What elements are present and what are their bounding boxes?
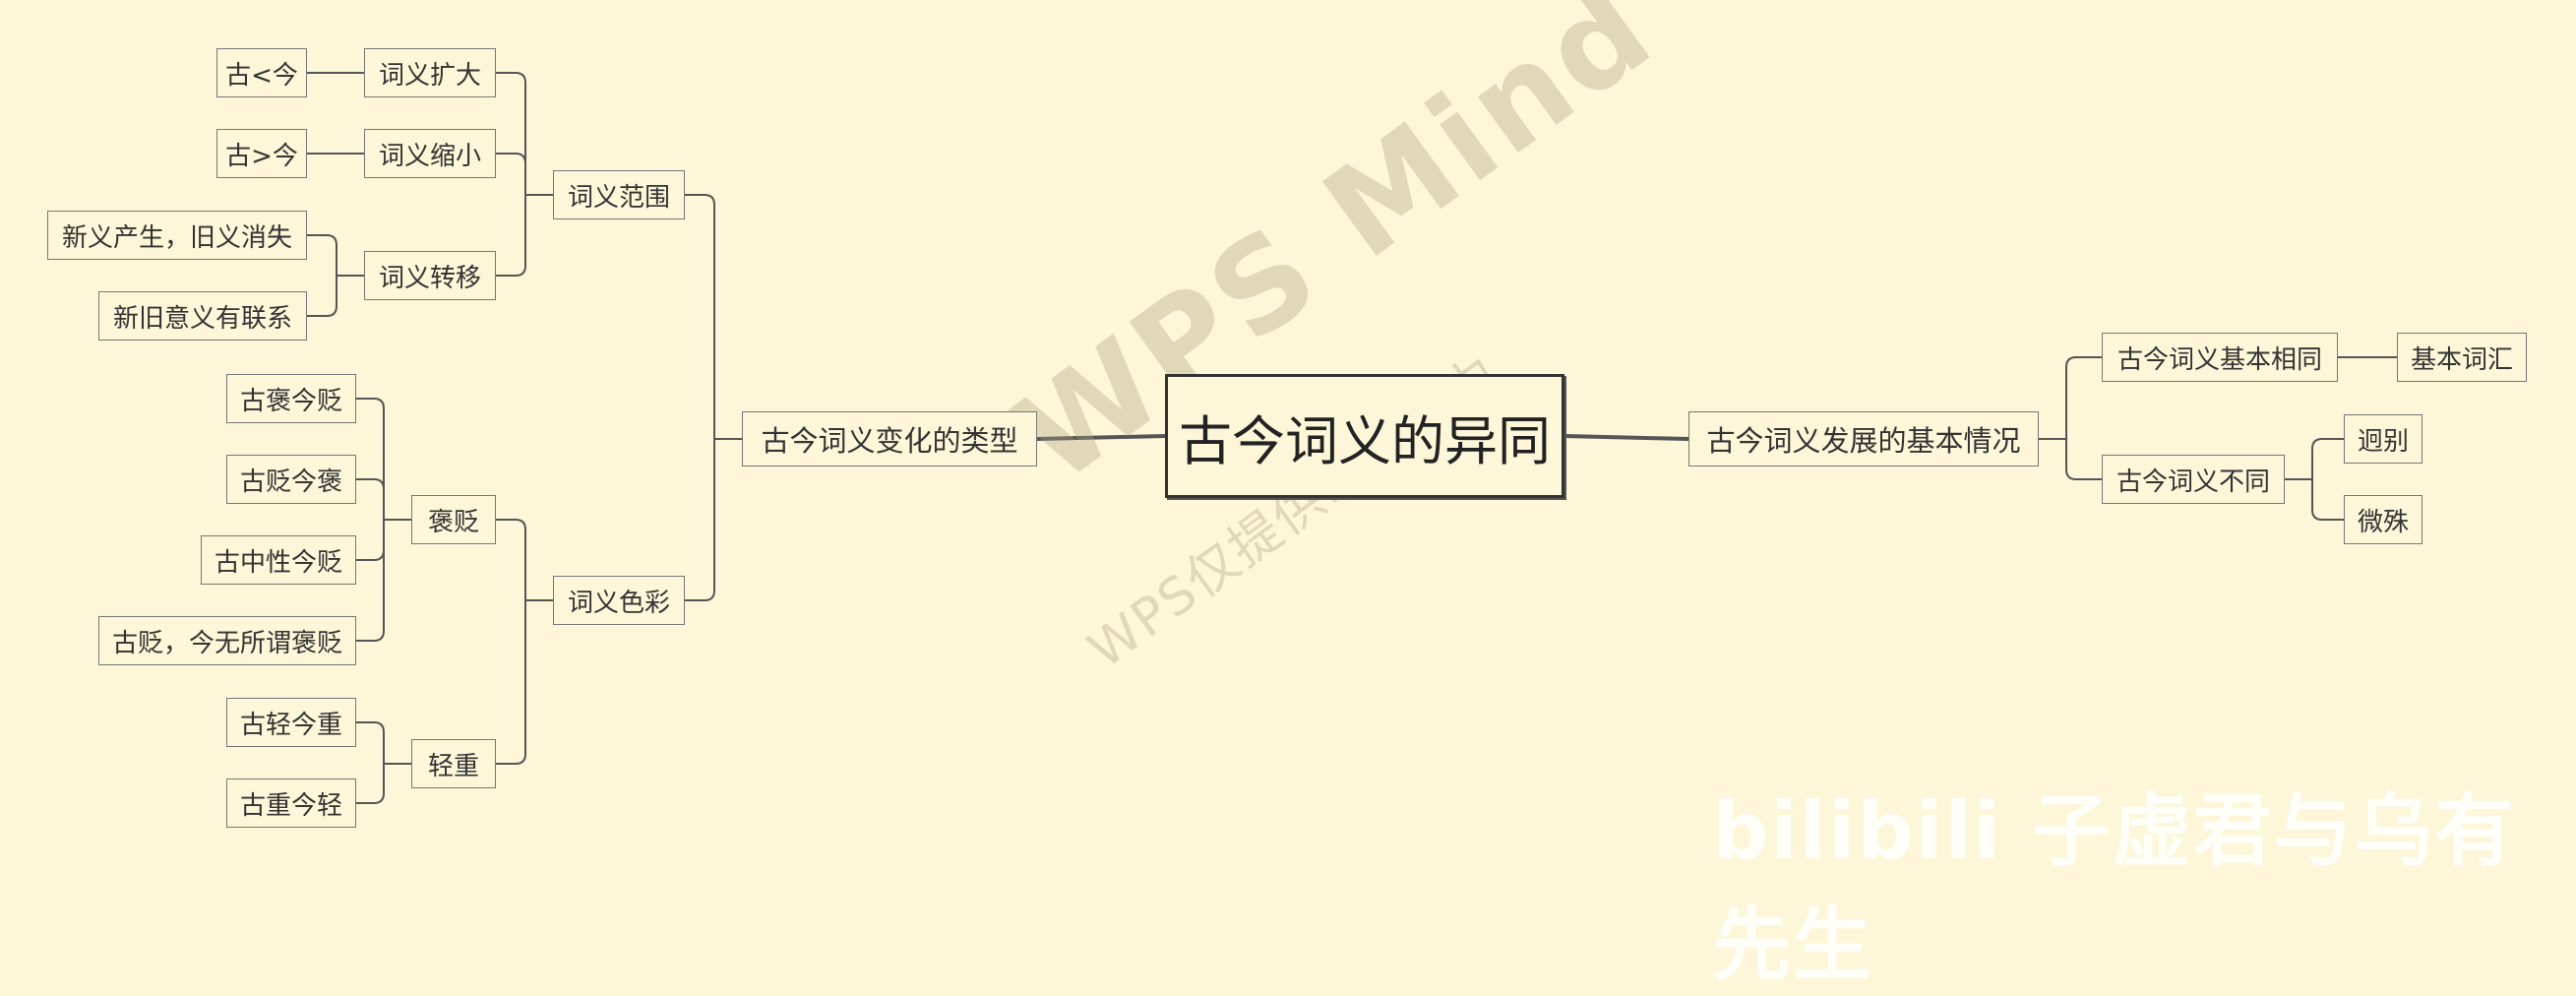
connector-leaf-praise-4 [355,519,385,642]
connector-leaf-very-different [2311,438,2345,480]
node-basically-same[interactable]: 古今词义基本相同 [2102,333,2338,382]
connector-leaf-shift-1 [306,234,337,277]
leaf-praise-1[interactable]: 古褒今贬 [226,374,356,423]
connector-node-praise-blame [495,519,526,601]
node-different[interactable]: 古今词义不同 [2102,455,2285,504]
connector-leaf-shift-2 [306,275,337,317]
connector-node-meaning-color [684,438,715,601]
leaf-shrink[interactable]: 古>今 [216,129,307,178]
connector-node-change-types [1035,434,1167,441]
leaf-praise-2[interactable]: 古贬今褒 [226,455,356,504]
leaf-weight-2[interactable]: 古重今轻 [226,778,356,828]
connector-leaf-praise-3 [355,519,385,561]
node-change-types[interactable]: 古今词义变化的类型 [742,411,1037,467]
connector-node-basic-situation [1563,434,1690,441]
leaf-shift-1[interactable]: 新义产生，旧义消失 [47,211,307,260]
leaf-basic-vocab[interactable]: 基本词汇 [2397,333,2527,382]
node-meaning-color[interactable]: 词义色彩 [553,576,685,625]
node-meaning-shrink[interactable]: 词义缩小 [364,129,496,178]
connector-node-meaning-shrink [495,153,526,196]
node-meaning-expand[interactable]: 词义扩大 [364,48,496,97]
connector-leaf-weight-2 [355,763,385,804]
connector-node-basically-same [2065,356,2103,440]
connector-leaf-slightly-different [2311,478,2345,521]
connector-node-meaning-range [684,194,715,440]
connector-node-meaning-expand [495,72,526,196]
node-meaning-range[interactable]: 词义范围 [553,170,685,219]
connector-node-weight [495,599,526,765]
node-weight[interactable]: 轻重 [411,739,496,788]
mindmap-canvas: WPS Mind WPS仅提供制图能力 古今词义的异同 古今词义变化的类型 词义… [47,0,2527,991]
connector-leaf-praise-2 [355,478,385,521]
connector-leaf-praise-1 [355,398,385,521]
connector-lines [306,72,2398,804]
node-basic-situation[interactable]: 古今词义发展的基本情况 [1688,411,2039,467]
leaf-very-different[interactable]: 迥别 [2344,414,2423,464]
leaf-weight-1[interactable]: 古轻今重 [226,698,356,747]
bilibili-watermark: bilibili 子虚君与乌有先生 [1712,785,2516,991]
leaf-shift-2[interactable]: 新旧意义有联系 [98,291,307,341]
connector-leaf-weight-1 [355,721,385,765]
root-node[interactable]: 古今词义的异同 [1165,374,1564,498]
node-meaning-shift[interactable]: 词义转移 [364,251,496,300]
connector-node-meaning-shift [495,194,526,277]
node-praise-blame[interactable]: 褒贬 [411,495,496,544]
leaf-praise-4[interactable]: 古贬，今无所谓褒贬 [98,616,356,665]
leaf-expand[interactable]: 古<今 [216,48,307,97]
leaf-praise-3[interactable]: 古中性今贬 [201,535,356,585]
connector-node-different [2065,438,2103,480]
leaf-slightly-different[interactable]: 微殊 [2344,495,2423,544]
